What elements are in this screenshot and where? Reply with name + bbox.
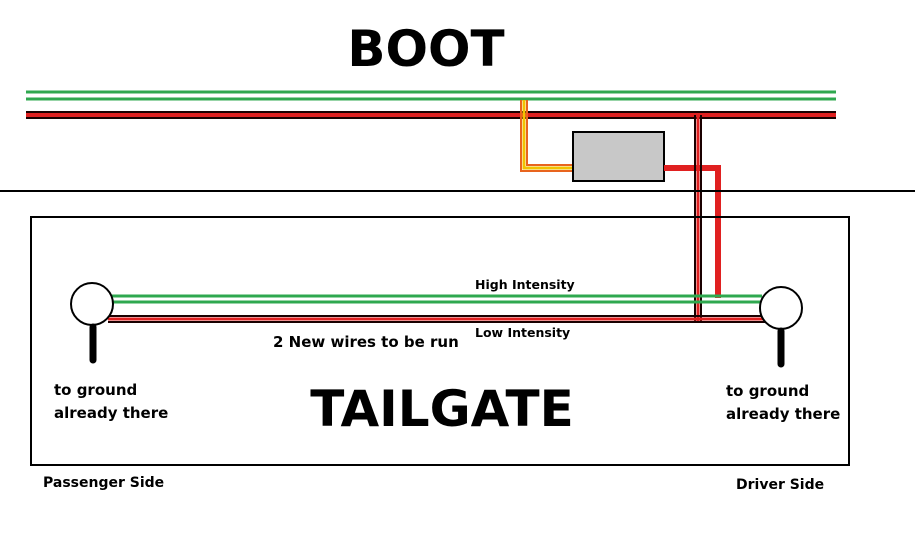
tailgate-green-wire <box>112 294 762 304</box>
ground-right-line2: already there <box>726 405 840 423</box>
boot-green-wire <box>26 90 836 101</box>
ground-right-line1: to ground <box>726 382 809 400</box>
ground-left-line1: to ground <box>54 381 137 399</box>
module-box <box>572 131 665 182</box>
high-intensity-label: High Intensity <box>475 277 575 292</box>
tailgate-red-wire <box>108 315 765 323</box>
low-intensity-label: Low Intensity <box>475 325 570 340</box>
driver-lamp-icon <box>759 286 803 330</box>
tailgate-title: TAILGATE <box>310 380 574 438</box>
new-wires-label: 2 New wires to be run <box>273 333 459 351</box>
boot-red-wire <box>26 111 836 119</box>
tailgate-outline <box>30 216 850 466</box>
driver-side-label: Driver Side <box>736 477 824 493</box>
passenger-lamp-icon <box>70 282 114 326</box>
yellow-feed-wire <box>520 100 573 172</box>
ground-left-line2: already there <box>54 404 168 422</box>
module-output-wire <box>664 165 721 298</box>
passenger-side-label: Passenger Side <box>43 475 164 491</box>
boot-drop-wire <box>694 115 702 322</box>
boot-title: BOOT <box>347 20 504 78</box>
